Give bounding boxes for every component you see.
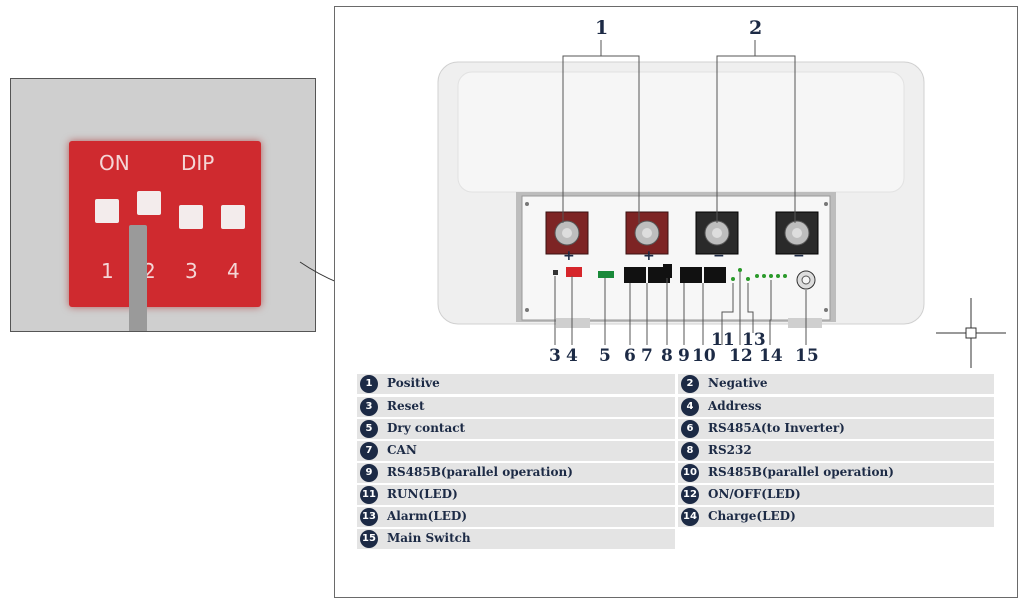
legend-row-7: 7 CAN bbox=[357, 441, 675, 461]
callout-number-10: 10 bbox=[692, 346, 716, 366]
callout-number-7: 7 bbox=[641, 346, 653, 366]
dip-switch-zoom-panel: ON DIP 1 2 3 4 bbox=[10, 78, 316, 332]
legend-number-3: 3 bbox=[360, 398, 378, 416]
legend-label-2: Negative bbox=[708, 376, 768, 390]
positive-terminal-1 bbox=[545, 211, 589, 255]
positive-terminal-2 bbox=[625, 211, 669, 255]
dip-dip-label: DIP bbox=[181, 151, 215, 175]
legend-label-14: Charge(LED) bbox=[708, 509, 796, 523]
legend-label-9: RS485B(parallel operation) bbox=[387, 465, 573, 479]
legend-row-1: 1 Positive bbox=[357, 374, 675, 394]
legend-number-8: 8 bbox=[681, 442, 699, 460]
dip-switch-3 bbox=[179, 205, 203, 229]
legend-label-13: Alarm(LED) bbox=[387, 509, 468, 523]
terminal-sign-2: + bbox=[643, 248, 655, 264]
legend-row-8: 8 RS232 bbox=[678, 441, 994, 461]
negative-terminal-2 bbox=[775, 211, 819, 255]
callout-number-11: 11 bbox=[711, 330, 735, 350]
callout-number-9: 9 bbox=[678, 346, 690, 366]
dip-switch-block: ON DIP 1 2 3 4 bbox=[69, 141, 261, 307]
legend-row-4: 4 Address bbox=[678, 397, 994, 417]
pointer-stick bbox=[129, 225, 147, 331]
callout-number-15: 15 bbox=[795, 346, 819, 366]
legend-row-2: 2 Negative bbox=[678, 374, 994, 394]
legend-row-14: 14 Charge(LED) bbox=[678, 507, 994, 527]
callout-number-14: 14 bbox=[759, 346, 783, 366]
legend-number-6: 6 bbox=[681, 420, 699, 438]
callout-number-2: 2 bbox=[749, 17, 763, 39]
dip-number-4: 4 bbox=[227, 259, 240, 283]
legend-label-15: Main Switch bbox=[387, 531, 471, 545]
callout-number-3: 3 bbox=[549, 346, 561, 366]
terminal-sign-1: + bbox=[563, 248, 575, 264]
callout-number-5: 5 bbox=[599, 346, 611, 366]
legend-row-10: 10 RS485B(parallel operation) bbox=[678, 463, 994, 483]
dip-on-label: ON bbox=[99, 151, 130, 175]
dip-number-1: 1 bbox=[101, 259, 114, 283]
callout-number-8: 8 bbox=[661, 346, 673, 366]
legend-number-7: 7 bbox=[360, 442, 378, 460]
legend-label-3: Reset bbox=[387, 399, 425, 413]
dip-switch-1 bbox=[95, 199, 119, 223]
legend-row-9: 9 RS485B(parallel operation) bbox=[357, 463, 675, 483]
legend-number-5: 5 bbox=[360, 420, 378, 438]
legend-number-9: 9 bbox=[360, 464, 378, 482]
callout-number-12: 12 bbox=[729, 346, 753, 366]
legend-label-6: RS485A(to Inverter) bbox=[708, 421, 845, 435]
legend-label-7: CAN bbox=[387, 443, 417, 457]
legend-row-12: 12 ON/OFF(LED) bbox=[678, 485, 994, 505]
legend-row-6: 6 RS485A(to Inverter) bbox=[678, 419, 994, 439]
legend-row-15: 15 Main Switch bbox=[357, 529, 675, 549]
legend-number-12: 12 bbox=[681, 486, 699, 504]
terminal-sign-3: − bbox=[713, 248, 725, 264]
legend-number-2: 2 bbox=[681, 375, 699, 393]
terminal-sign-4: − bbox=[793, 248, 805, 264]
legend-row-5: 5 Dry contact bbox=[357, 419, 675, 439]
dip-number-3: 3 bbox=[185, 259, 198, 283]
dip-switch-4 bbox=[221, 205, 245, 229]
callout-number-1: 1 bbox=[595, 17, 609, 39]
legend-number-1: 1 bbox=[360, 375, 378, 393]
legend-row-11: 11 RUN(LED) bbox=[357, 485, 675, 505]
legend-number-10: 10 bbox=[681, 464, 699, 482]
legend-label-1: Positive bbox=[387, 376, 440, 390]
legend-label-5: Dry contact bbox=[387, 421, 466, 435]
legend-row-13: 13 Alarm(LED) bbox=[357, 507, 675, 527]
legend-label-12: ON/OFF(LED) bbox=[708, 487, 801, 501]
legend-label-4: Address bbox=[708, 399, 762, 413]
callout-number-6: 6 bbox=[624, 346, 636, 366]
dip-switch-2 bbox=[137, 191, 161, 215]
legend-number-14: 14 bbox=[681, 508, 699, 526]
callout-number-13: 13 bbox=[742, 330, 766, 350]
legend-label-8: RS232 bbox=[708, 443, 752, 457]
legend-row-3: 3 Reset bbox=[357, 397, 675, 417]
legend-number-4: 4 bbox=[681, 398, 699, 416]
legend-number-11: 11 bbox=[360, 486, 378, 504]
legend-number-13: 13 bbox=[360, 508, 378, 526]
legend-number-15: 15 bbox=[360, 530, 378, 548]
callout-number-4: 4 bbox=[566, 346, 578, 366]
legend-label-11: RUN(LED) bbox=[387, 487, 458, 501]
negative-terminal-1 bbox=[695, 211, 739, 255]
legend-label-10: RS485B(parallel operation) bbox=[708, 465, 894, 479]
